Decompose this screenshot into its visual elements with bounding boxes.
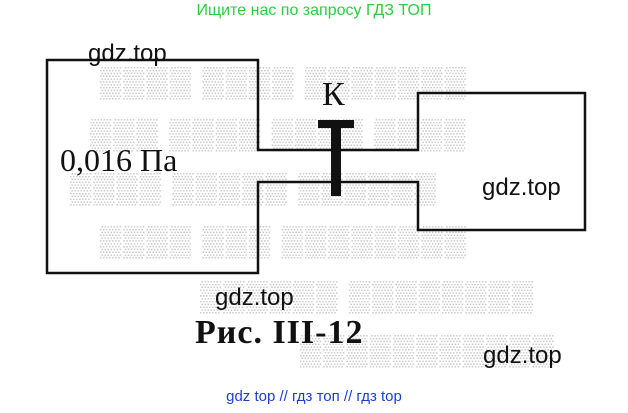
bleed-through-text: ▒▒▒▒▒▒ ▒▒▒▒▒▒▒▒ xyxy=(200,280,536,313)
watermark: gdz.top xyxy=(215,284,294,311)
valve-label: К xyxy=(322,76,345,113)
bleed-through-text: ▒▒▒▒ ▒▒▒ ▒▒▒▒▒▒▒▒ xyxy=(100,225,468,258)
bleed-through-text: ▒▒▒▒ ▒▒▒▒ ▒▒▒▒▒▒▒ xyxy=(100,66,468,99)
left-vessel-outline xyxy=(45,58,587,275)
bleed-through-text: ▒▒▒ ▒▒▒▒ ▒▒▒▒ ▒▒▒▒ xyxy=(90,118,468,151)
pressure-label: 0,016 Па xyxy=(60,142,178,178)
bleed-through-text: ▒▒▒▒▒▒▒▒▒▒▒ xyxy=(300,334,556,367)
figure-caption: Рис. III-12 xyxy=(195,314,364,351)
bottom-banner: gdz top // гдз топ // гдз top xyxy=(226,388,402,405)
top-banner: Ищите нас по запросу ГДЗ ТОП xyxy=(196,2,432,19)
watermark: gdz.top xyxy=(482,174,561,201)
bleed-through-text: ▒▒▒▒ ▒▒▒▒▒ ▒▒▒▒▒▒ xyxy=(70,172,438,205)
watermark: gdz.top xyxy=(88,40,167,67)
watermark: gdz.top xyxy=(483,342,562,369)
valve-stem xyxy=(331,128,341,196)
valve-handle xyxy=(318,120,354,128)
